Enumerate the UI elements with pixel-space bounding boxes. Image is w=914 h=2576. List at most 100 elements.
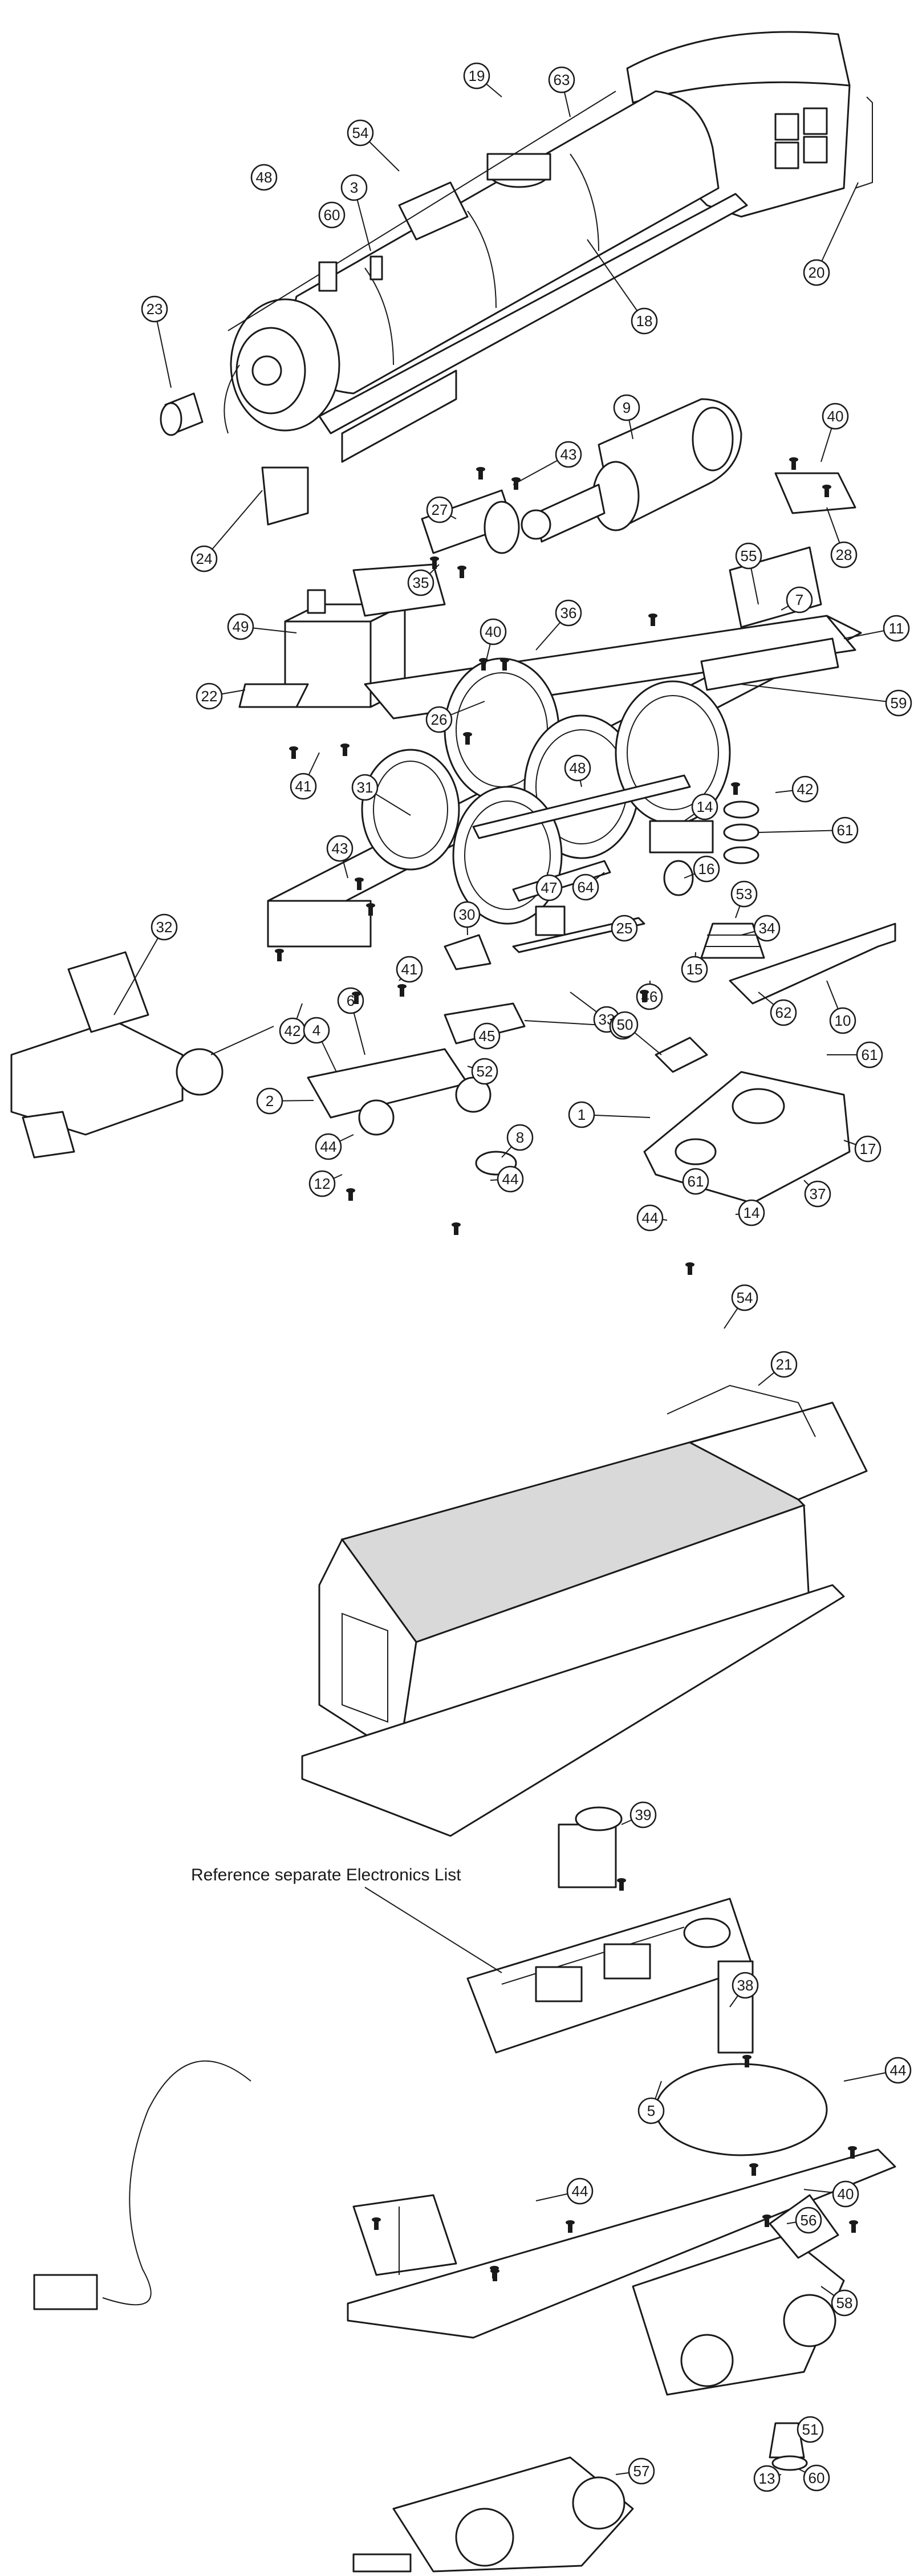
screw-head: [457, 566, 466, 570]
callout-18: 18: [631, 307, 658, 335]
electronics-board: [466, 1898, 754, 2054]
callout-circle: [572, 873, 599, 901]
callout-51: 51: [797, 2416, 824, 2443]
screw-head: [848, 2146, 857, 2151]
callout-number: 57: [633, 2463, 650, 2480]
callout-15: 15: [681, 956, 708, 983]
callout-number: 40: [827, 408, 844, 425]
callout-number: 50: [617, 1016, 633, 1033]
callout-46: 46: [636, 983, 663, 1010]
callout-59: 59: [885, 689, 912, 717]
callout-circle: [731, 1284, 758, 1311]
gearbox: [238, 563, 446, 708]
callout-number: 44: [502, 1171, 519, 1188]
callout-28: 28: [830, 541, 858, 568]
callout-19: 19: [463, 62, 490, 90]
screw-head: [397, 984, 407, 989]
callout-60: 60: [318, 201, 346, 229]
callout-circle: [631, 307, 658, 335]
callout-number: 56: [801, 2212, 817, 2229]
callout-22: 22: [196, 682, 223, 710]
screw-head: [452, 1222, 461, 1227]
callout-12: 12: [308, 1170, 336, 1197]
callout-circle: [883, 615, 910, 642]
callout-number: 2: [266, 1092, 274, 1110]
screw-head: [366, 903, 375, 908]
screw: [465, 734, 470, 745]
callout-23: 23: [141, 295, 168, 323]
screw: [454, 1225, 458, 1235]
screw-head: [352, 992, 361, 996]
callout-number: 36: [560, 604, 577, 621]
callout-circle: [830, 541, 858, 568]
callout-61: 61: [856, 1041, 883, 1068]
callout-55: 55: [735, 542, 762, 570]
screw-head: [476, 467, 485, 472]
callout-42: 42: [279, 1017, 306, 1045]
callout-6: 6: [337, 987, 364, 1014]
callout-number: 42: [285, 1022, 301, 1039]
callout-number: 38: [737, 1977, 754, 1994]
callout-40: 40: [822, 403, 849, 430]
callout-37: 37: [804, 1180, 831, 1208]
callout-number: 44: [572, 2183, 588, 2200]
callout-49: 49: [227, 613, 254, 640]
screw: [343, 746, 347, 756]
callout-circle: [535, 874, 563, 901]
screw: [460, 568, 464, 578]
callout-circle: [290, 773, 317, 800]
callout-number: 14: [697, 798, 713, 815]
screw: [514, 480, 518, 490]
callout-53: 53: [730, 880, 758, 908]
callout-number: 34: [759, 920, 775, 937]
callout-3: 3: [340, 174, 368, 201]
callout-circle: [856, 1041, 883, 1068]
callout-number: 22: [201, 688, 218, 705]
screw-head: [640, 990, 649, 994]
screw-head: [479, 658, 488, 663]
callout-number: 30: [459, 906, 476, 923]
callout-circle: [753, 915, 781, 942]
callout-number: 44: [642, 1209, 659, 1226]
callout-number: 20: [809, 264, 825, 281]
callout-number: 5: [647, 2102, 655, 2119]
callout-30: 30: [453, 901, 481, 928]
screw: [791, 460, 796, 470]
pilot-truck: [307, 1048, 517, 1176]
callout-8: 8: [506, 1124, 534, 1151]
callout-32: 32: [151, 913, 178, 941]
callout-number: 32: [156, 919, 173, 936]
callout-circle: [497, 1165, 524, 1193]
callout-circle: [566, 2177, 594, 2205]
callout-circle: [611, 915, 638, 942]
screw-head: [430, 556, 439, 561]
leader-line: [587, 239, 645, 322]
callout-circle: [822, 403, 849, 430]
callout-62: 62: [770, 999, 797, 1026]
callout-16: 16: [693, 855, 720, 883]
callout-number: 12: [314, 1175, 331, 1192]
callout-circle: [256, 1087, 283, 1115]
screw-head: [289, 746, 298, 751]
callout-38: 38: [732, 1972, 759, 1999]
callout-number: 24: [196, 550, 213, 567]
speaker: [558, 1806, 623, 1888]
callout-20: 20: [803, 259, 830, 286]
callout-circle: [797, 2416, 824, 2443]
callout-circle: [636, 1204, 664, 1232]
screw: [357, 880, 361, 890]
callout-5: 5: [637, 2097, 665, 2124]
screw: [374, 2220, 379, 2230]
callout-44: 44: [315, 1133, 342, 1160]
callout-number: 48: [256, 169, 273, 186]
callout-number: 6: [347, 992, 355, 1009]
cab-handrail: [855, 96, 873, 189]
callout-circle: [407, 569, 434, 596]
callout-63: 63: [548, 66, 575, 94]
callout-number: 40: [838, 2185, 854, 2203]
callout-number: 21: [776, 1356, 793, 1373]
screw: [745, 2057, 749, 2067]
callout-number: 11: [889, 620, 904, 637]
screw: [619, 1880, 624, 1891]
callout-number: 44: [890, 2062, 907, 2079]
